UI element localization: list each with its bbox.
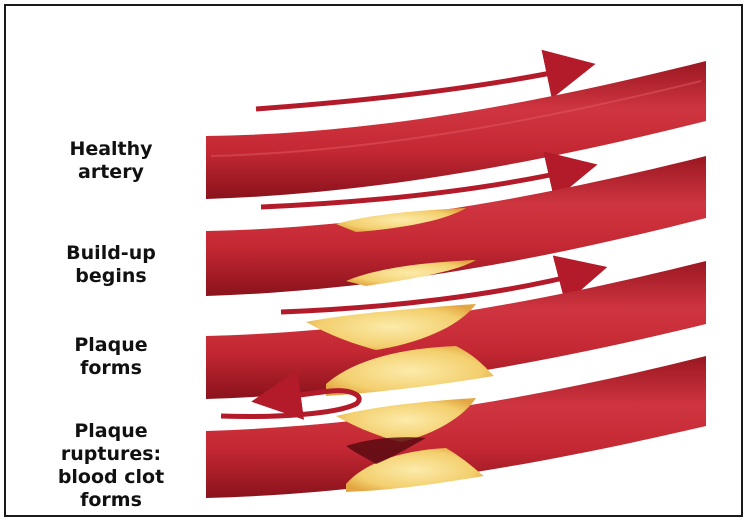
stage-label-healthy: Healthy artery xyxy=(36,138,186,184)
stage-label-buildup: Build-up begins xyxy=(36,242,186,288)
stage-label-plaque: Plaque forms xyxy=(36,334,186,380)
diagram-frame: Healthy artery Build-up begins Plaque fo… xyxy=(4,4,743,517)
stage-label-rupture: Plaque ruptures: blood clot forms xyxy=(36,420,186,512)
